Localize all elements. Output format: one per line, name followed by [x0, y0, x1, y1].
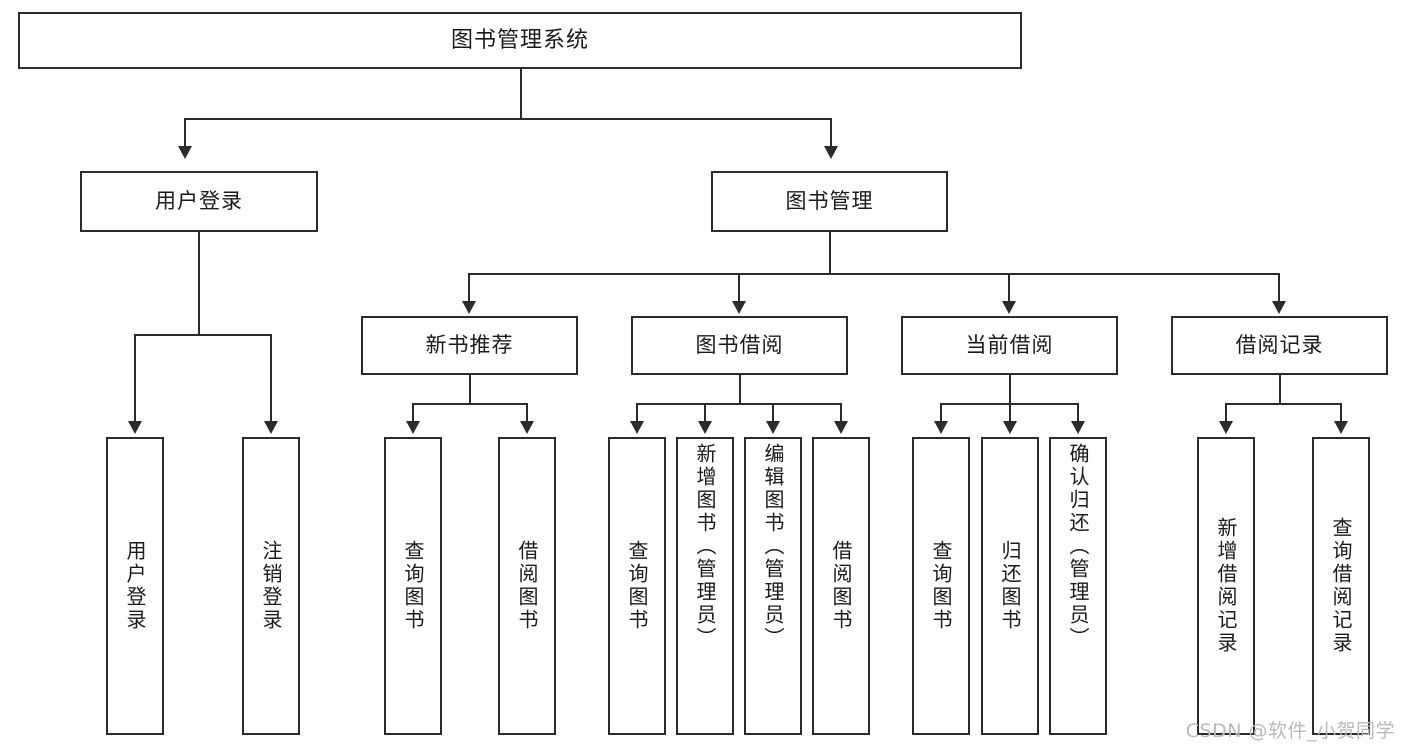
- leaf-br-query-record[interactable]: 查询借阅记录: [1312, 437, 1370, 735]
- node-label: 查询图书: [929, 540, 953, 632]
- node-label: 用户登录: [155, 189, 243, 214]
- connector-root-stem: [520, 69, 522, 119]
- arrowhead-bb-leaf-4: [834, 421, 848, 434]
- connector-user-login-to-leaf-1: [134, 334, 136, 423]
- node-label: 编辑图书（管理员）: [761, 443, 785, 650]
- node-user-login[interactable]: 用户登录: [80, 171, 318, 232]
- connector-bb-to-leaf-3: [772, 403, 774, 423]
- node-label: 注销登录: [259, 540, 283, 632]
- arrowhead-cb-leaf-1: [934, 421, 948, 434]
- arrowhead-bm-to-borrow: [732, 301, 746, 314]
- connector-br-to-leaf-2: [1340, 403, 1342, 423]
- node-label: 新增图书（管理员）: [693, 443, 717, 650]
- node-label: 当前借阅: [965, 333, 1054, 358]
- connector-root-to-user-login: [184, 118, 186, 148]
- arrowhead-bb-leaf-3: [766, 421, 780, 434]
- connector-bm-to-borrow: [738, 273, 740, 303]
- arrowhead-br-leaf-2: [1334, 421, 1348, 434]
- connector-bm-to-current: [1008, 273, 1010, 303]
- arrowhead-root-to-book-manage: [824, 146, 838, 159]
- connector-cb-to-leaf-2: [1009, 403, 1011, 423]
- connector-br-bar: [1225, 403, 1342, 405]
- connector-bm-to-new-book: [468, 273, 470, 303]
- arrowhead-bb-leaf-2: [698, 421, 712, 434]
- leaf-nbr-borrow-book[interactable]: 借阅图书: [498, 437, 556, 735]
- arrowhead-nbr-leaf-2: [520, 421, 534, 434]
- arrowhead-user-login-leaf-1: [128, 421, 142, 434]
- connector-cb-stem: [1009, 375, 1011, 404]
- arrowhead-bb-leaf-1: [630, 421, 644, 434]
- connector-user-login-to-leaf-2: [270, 334, 272, 423]
- leaf-bb-edit-book-admin[interactable]: 编辑图书（管理员）: [744, 437, 802, 735]
- connector-nbr-bar: [412, 403, 528, 405]
- leaf-user-login-login[interactable]: 用户登录: [106, 437, 164, 735]
- arrowhead-root-to-user-login: [178, 146, 192, 159]
- connector-bm-to-record: [1278, 273, 1280, 303]
- node-label: 借阅图书: [829, 540, 853, 632]
- connector-cb-to-leaf-1: [940, 403, 942, 423]
- node-label: 查询图书: [401, 540, 425, 632]
- node-label: 新书推荐: [425, 333, 514, 358]
- connector-bb-bar: [636, 403, 842, 405]
- leaf-cb-query-book[interactable]: 查询图书: [912, 437, 970, 735]
- node-label: 归还图书: [998, 540, 1022, 632]
- connector-bb-to-leaf-2: [704, 403, 706, 423]
- connector-br-to-leaf-1: [1225, 403, 1227, 423]
- node-label: 图书管理: [785, 189, 874, 214]
- arrowhead-bm-to-record: [1272, 301, 1286, 314]
- connector-user-login-bar: [134, 334, 272, 336]
- node-new-book-recommend[interactable]: 新书推荐: [361, 316, 578, 375]
- connector-root-to-book-manage: [830, 118, 832, 148]
- node-current-borrow[interactable]: 当前借阅: [901, 316, 1118, 375]
- connector-nbr-to-leaf-1: [412, 403, 414, 423]
- arrowhead-nbr-leaf-1: [406, 421, 420, 434]
- node-label: 查询图书: [625, 540, 649, 632]
- leaf-cb-return-book[interactable]: 归还图书: [981, 437, 1039, 735]
- node-root-system[interactable]: 图书管理系统: [18, 12, 1022, 69]
- arrowhead-br-leaf-1: [1219, 421, 1233, 434]
- leaf-cb-confirm-return-admin[interactable]: 确认归还（管理员）: [1049, 437, 1107, 735]
- connector-bb-to-leaf-1: [636, 403, 638, 423]
- connector-nbr-to-leaf-2: [526, 403, 528, 423]
- node-label: 新增借阅记录: [1214, 517, 1238, 655]
- leaf-bb-add-book-admin[interactable]: 新增图书（管理员）: [676, 437, 734, 735]
- node-book-management[interactable]: 图书管理: [711, 171, 948, 232]
- arrowhead-bm-to-current: [1002, 301, 1016, 314]
- connector-book-management-bar: [468, 273, 1280, 275]
- arrowhead-bm-to-new-book: [462, 301, 476, 314]
- node-book-borrow[interactable]: 图书借阅: [631, 316, 848, 375]
- node-label: 借阅记录: [1235, 333, 1324, 358]
- connector-bb-to-leaf-4: [840, 403, 842, 423]
- leaf-nbr-query-book[interactable]: 查询图书: [384, 437, 442, 735]
- node-label: 查询借阅记录: [1329, 517, 1353, 655]
- arrowhead-cb-leaf-3: [1071, 421, 1085, 434]
- node-label: 借阅图书: [515, 540, 539, 632]
- connector-root-bar: [184, 118, 832, 120]
- leaf-bb-borrow-book[interactable]: 借阅图书: [812, 437, 870, 735]
- node-borrow-record[interactable]: 借阅记录: [1171, 316, 1388, 375]
- connector-nbr-stem: [469, 375, 471, 404]
- connector-br-stem: [1279, 375, 1281, 404]
- node-label: 用户登录: [123, 540, 147, 632]
- leaf-br-add-record[interactable]: 新增借阅记录: [1197, 437, 1255, 735]
- connector-bb-stem: [739, 375, 741, 404]
- arrowhead-user-login-leaf-2: [264, 421, 278, 434]
- connector-book-management-stem: [829, 232, 831, 274]
- arrowhead-cb-leaf-2: [1003, 421, 1017, 434]
- connector-cb-to-leaf-3: [1077, 403, 1079, 423]
- node-label: 确认归还（管理员）: [1066, 443, 1090, 650]
- node-label: 图书借阅: [695, 333, 784, 358]
- connector-user-login-stem: [198, 232, 200, 335]
- leaf-user-login-logout[interactable]: 注销登录: [242, 437, 300, 735]
- leaf-bb-query-book[interactable]: 查询图书: [608, 437, 666, 735]
- node-label: 图书管理系统: [450, 27, 589, 53]
